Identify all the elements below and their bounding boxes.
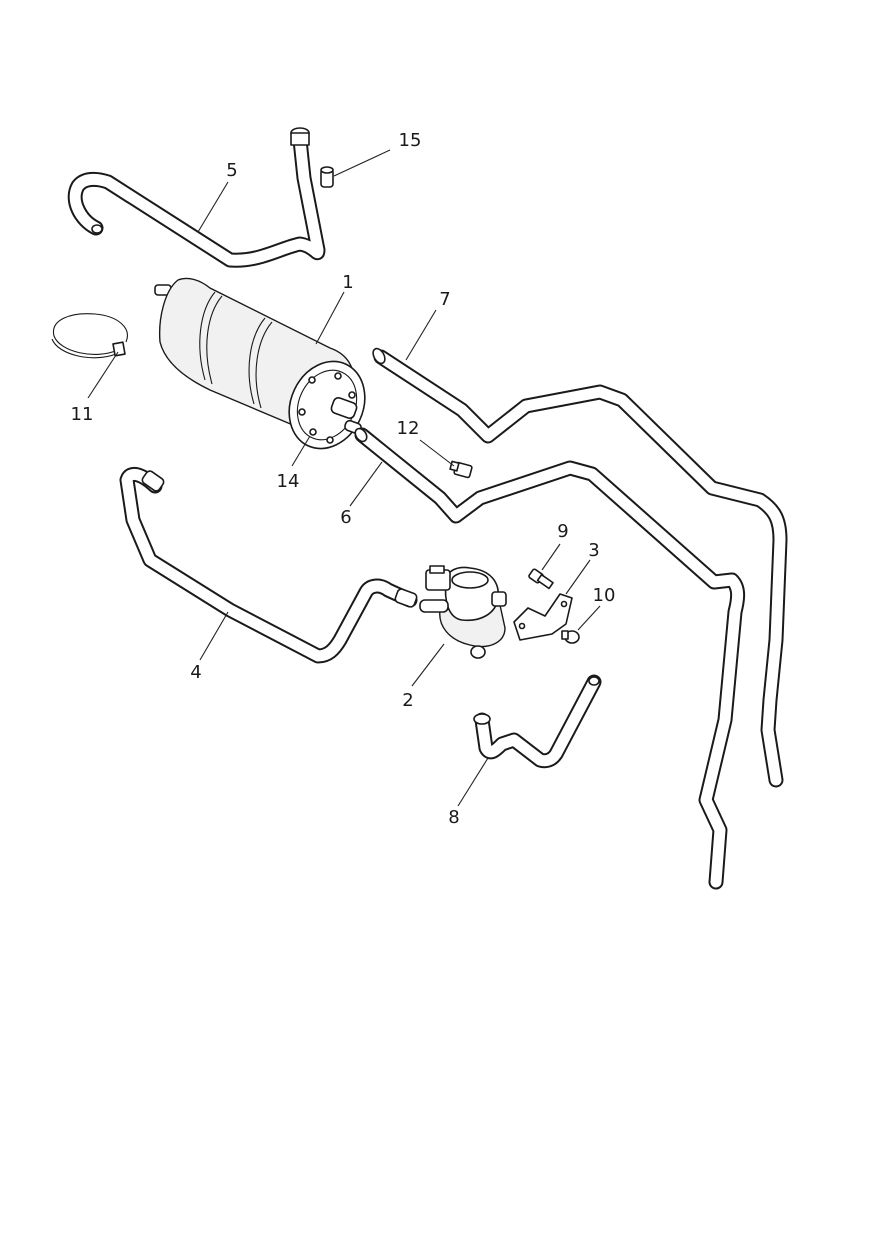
hose-4 bbox=[119, 466, 418, 664]
callout-11: 11 bbox=[71, 404, 94, 425]
callout-15: 15 bbox=[399, 130, 422, 151]
callout-12: 12 bbox=[397, 418, 420, 439]
leader-1 bbox=[315, 291, 345, 345]
leader-9 bbox=[541, 543, 561, 571]
hose-5 bbox=[67, 127, 326, 268]
leader-15 bbox=[333, 149, 391, 177]
leader-2 bbox=[411, 643, 445, 687]
canister-1 bbox=[154, 277, 366, 450]
callout-7: 7 bbox=[439, 289, 450, 310]
callout-5: 5 bbox=[226, 160, 237, 181]
leader-7 bbox=[405, 309, 437, 361]
leader-lines bbox=[87, 149, 601, 807]
callout-2: 2 bbox=[402, 690, 413, 711]
callout-10: 10 bbox=[593, 585, 616, 606]
callout-9: 9 bbox=[557, 521, 568, 542]
callout-3: 3 bbox=[588, 540, 599, 561]
callout-8: 8 bbox=[448, 807, 459, 828]
leader-3 bbox=[565, 559, 591, 595]
leader-14 bbox=[291, 435, 311, 467]
callout-labels: 1 2 3 4 5 6 7 8 9 10 11 12 14 15 bbox=[71, 130, 616, 828]
leader-8 bbox=[457, 757, 489, 807]
leader-12 bbox=[419, 439, 455, 467]
bracket-3 bbox=[513, 593, 573, 641]
nut-10 bbox=[561, 630, 580, 644]
hose-6 bbox=[354, 427, 746, 890]
connector-12 bbox=[449, 460, 473, 479]
leader-11 bbox=[87, 351, 119, 399]
callout-1: 1 bbox=[342, 272, 353, 293]
hose-7 bbox=[372, 347, 788, 788]
leader-10 bbox=[577, 605, 601, 631]
leader-4 bbox=[199, 611, 229, 661]
leader-6 bbox=[349, 461, 383, 507]
callout-14: 14 bbox=[277, 471, 300, 492]
sleeve-15 bbox=[320, 166, 334, 188]
leader-5 bbox=[197, 181, 229, 233]
callout-4: 4 bbox=[190, 662, 201, 683]
hose-8 bbox=[473, 674, 602, 769]
valve-2 bbox=[419, 565, 507, 659]
bolt-9 bbox=[528, 568, 554, 590]
clip-11 bbox=[51, 313, 128, 359]
callout-6: 6 bbox=[340, 507, 351, 528]
